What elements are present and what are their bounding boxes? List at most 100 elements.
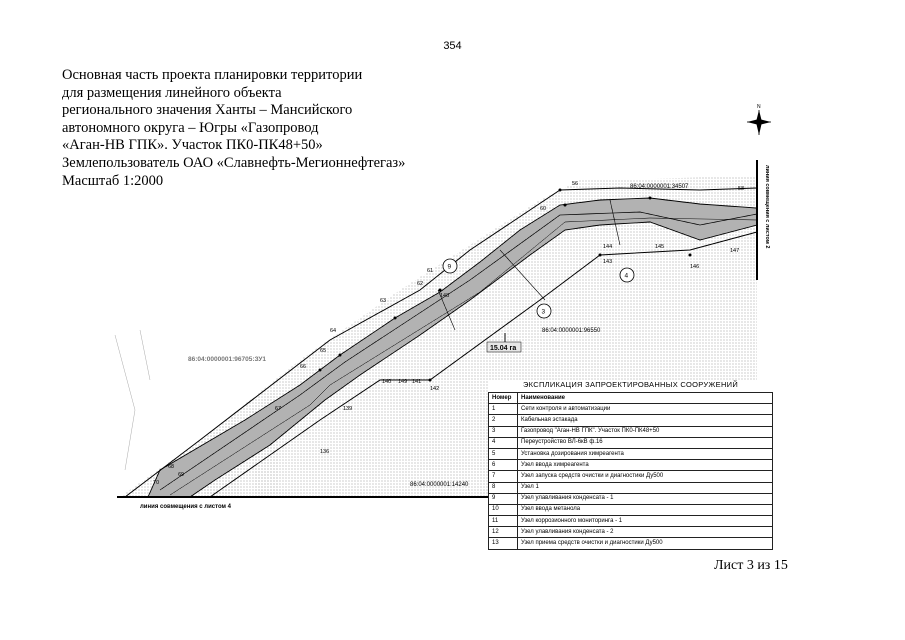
point-label: 58	[738, 186, 744, 192]
parcel-line	[437, 289, 456, 331]
point-label: 145	[655, 244, 664, 250]
point-label: 141	[412, 379, 421, 385]
point-label: 140	[382, 379, 391, 385]
legend-row-number: 3	[488, 425, 518, 438]
point-label: 149	[398, 379, 407, 385]
north-arrow-icon: N	[747, 104, 771, 135]
point-labels: 56 60 58 61 62 63 64 65 66 67 68 69 70 1…	[153, 181, 744, 486]
legend-row-name: Узел улавливания конденсата - 2	[517, 526, 773, 539]
svg-text:4: 4	[625, 273, 629, 280]
survey-line	[139, 329, 151, 381]
point-label: 62	[417, 281, 423, 287]
corridor-boundary	[209, 231, 758, 498]
point-label: 56	[572, 181, 578, 187]
pipeline-axis	[169, 217, 758, 496]
parcel-line	[499, 249, 546, 301]
header-line: Масштаб 1:2000	[62, 172, 164, 189]
header-line: Землепользователь ОАО «Славнефть-Мегионн…	[62, 154, 406, 171]
point-label: 68	[168, 464, 174, 470]
legend-row-name: Узел улавливания конденсата - 1	[517, 492, 773, 505]
legend-col-name: Наименование	[517, 391, 773, 405]
legend-row-name: Газопровод "Аган-НВ ГПК". Участок ПК0-ПК…	[517, 425, 773, 438]
svg-text:9: 9	[448, 264, 452, 271]
sheet-label: Лист 3 из 15	[714, 558, 788, 573]
point-label: 139	[343, 406, 352, 412]
point-label: 64	[330, 328, 336, 334]
point-label: 144	[603, 244, 612, 250]
point-label: 70	[153, 480, 159, 486]
corridor-boundary	[124, 187, 758, 498]
legend-row-number: 9	[488, 492, 518, 505]
legend-row-name: Узел ввода химреагента	[517, 459, 773, 472]
parcel-label: 86:04:0000001:14240	[410, 482, 469, 488]
point-label: 146	[690, 264, 699, 270]
legend-row-name: Узел 1	[517, 481, 773, 494]
pipeline-axis	[159, 211, 758, 491]
legend-row-name: Переустройство ВЛ-6кВ ф.16	[517, 436, 773, 449]
legend-row-name: Кабельная эстакада	[517, 414, 773, 427]
point-label: 66	[300, 364, 306, 370]
legend-row-number: 8	[488, 481, 518, 494]
legend-row-number: 7	[488, 470, 518, 483]
legend-row-number: 11	[488, 515, 518, 528]
point-label: 65	[320, 348, 326, 354]
legend-row-number: 2	[488, 414, 518, 427]
point-label: 67	[275, 406, 281, 412]
document-header: Основная часть проекта планировки террит…	[62, 67, 405, 190]
match-line-bottom-label: линия совмещения с листом 4	[140, 504, 232, 510]
legend-row-name: Узел приема средств очистки и диагностик…	[517, 537, 773, 550]
header-line: Основная часть проекта планировки террит…	[62, 67, 363, 83]
point-label: 148	[440, 293, 449, 299]
area-label: 15.04 га	[490, 345, 516, 352]
legend-header-row: Номер Наименование	[488, 391, 773, 405]
header-line: «Аган-НВ ГПК». Участок ПК0-ПК48+50»	[62, 137, 323, 154]
page-number: 354	[443, 40, 462, 52]
legend-row-name: Узел запуска средств очистки и диагности…	[517, 470, 773, 483]
legend-row-name: Узел ввода метанола	[517, 503, 773, 517]
object-marker: 4	[619, 267, 635, 283]
point-label: 69	[178, 472, 184, 478]
legend-row-name: Сети контроля и автоматизации	[517, 403, 773, 416]
legend-col-number: Номер	[488, 391, 518, 405]
legend-row-number: 12	[488, 526, 518, 539]
parcel-label: 86:04:0000001:96550	[542, 328, 601, 334]
header-line: автономного округа – Югры «Газопровод	[62, 119, 319, 136]
area-box	[486, 341, 522, 353]
legend-row-number: 1	[488, 403, 518, 416]
point-label: 61	[427, 268, 433, 274]
legend-row-number: 6	[488, 459, 518, 472]
point-label: 143	[603, 259, 612, 265]
match-line-right-label: линия совмещения с листом 2	[764, 165, 770, 248]
point-label: 142	[430, 386, 439, 392]
legend-row-name: Узел коррозионного мониторинга - 1	[517, 515, 773, 528]
point-label: 147	[730, 248, 739, 254]
legend-title: ЭКСПЛИКАЦИЯ ЗАПРОЕКТИРОВАННЫХ СООРУЖЕНИЙ	[522, 380, 739, 389]
survey-line	[114, 334, 136, 471]
svg-text:3: 3	[542, 309, 546, 316]
parcel-label: 86:04:0000001:34507	[630, 184, 689, 190]
legend-row-number: 4	[488, 436, 518, 449]
point-label: 63	[380, 298, 386, 304]
structures-legend: ЭКСПЛИКАЦИЯ ЗАПРОЕКТИРОВАННЫХ СООРУЖЕНИЙ…	[488, 380, 773, 550]
point-label: 136	[320, 449, 329, 455]
header-line: регионального значения Ханты – Мансийско…	[62, 102, 353, 119]
header-line: для размещения линейного объекта	[62, 84, 282, 101]
object-marker: 9	[442, 258, 458, 274]
parcel-label: 86:04:0000001:96705:ЗУ1	[188, 356, 266, 363]
vertex-markers	[318, 188, 692, 382]
legend-row-number: 10	[488, 503, 518, 517]
object-marker: 3	[536, 303, 552, 319]
parcel-line	[609, 199, 621, 246]
